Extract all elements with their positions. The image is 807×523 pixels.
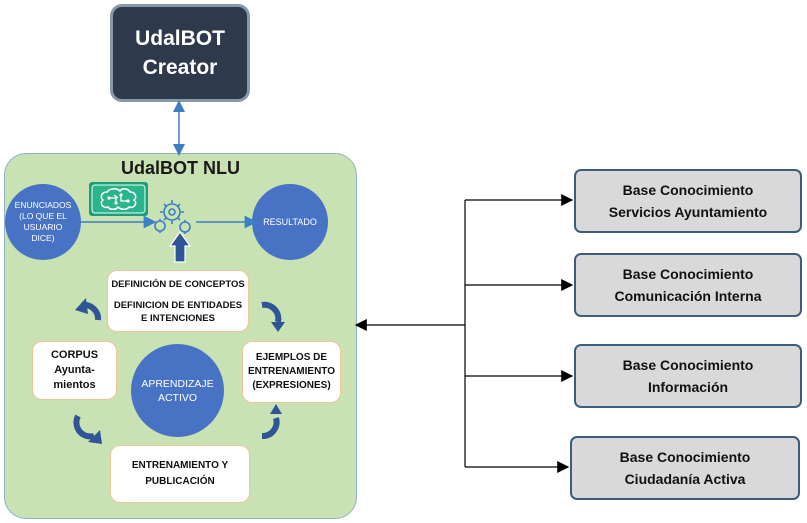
ejemplos-line3: (EXPRESIONES) xyxy=(252,380,331,391)
cycle-arrowhead xyxy=(88,430,102,444)
enunciados-line3: USUARIO xyxy=(23,222,63,232)
kb-ciudadania-box: Base Conocimiento Ciudadanía Activa xyxy=(570,436,800,500)
entrenamiento-line1: ENTRENAMIENTO Y xyxy=(131,460,229,471)
enunciados-line4: DICE) xyxy=(31,233,55,243)
kb-comunicacion-box: Base Conocimiento Comunicación Interna xyxy=(574,253,802,317)
corpus-line3: mientos xyxy=(53,379,96,391)
kb-ciudadania-line1: Base Conocimiento xyxy=(619,449,751,465)
cycle-arrow-icon xyxy=(73,414,95,440)
resultado-circle: RESULTADO xyxy=(252,184,328,260)
entrenamiento-line2: PUBLICACIÓN xyxy=(145,476,215,487)
kb-ciudadania-line2: Ciudadanía Activa xyxy=(624,471,746,487)
kb-informacion-box: Base Conocimiento Información xyxy=(574,344,802,408)
creator-title-line2: Creator xyxy=(142,56,218,79)
kb-comunicacion-line1: Base Conocimiento xyxy=(622,266,754,282)
kb-comunicacion-line2: Comunicación Interna xyxy=(614,288,762,304)
definicion-line3: E INTENCIONES xyxy=(141,312,215,324)
enunciados-line1: ENUNCIADOS xyxy=(14,200,72,210)
entrenamiento-box: ENTRENAMIENTO Y PUBLICACIÓN xyxy=(110,445,250,503)
cycle-arrowhead xyxy=(270,404,282,414)
aprendizaje-activo-circle: APRENDIZAJE ACTIVO xyxy=(131,344,224,437)
kb-informacion-line1: Base Conocimiento xyxy=(622,357,754,373)
kb-informacion-line2: Información xyxy=(647,379,729,395)
gears-icon xyxy=(154,200,191,234)
creator-title-line1: UdalBOT xyxy=(135,27,225,50)
kb-servicios-line1: Base Conocimiento xyxy=(622,182,754,198)
corpus-line2: Ayunta- xyxy=(54,364,95,376)
corpus-line1: CORPUS xyxy=(50,349,99,361)
corpus-box: CORPUS Ayunta- mientos xyxy=(32,341,117,400)
up-block-arrow xyxy=(168,230,192,263)
aprendizaje-line2: ACTIVO xyxy=(157,391,198,404)
udalbot-creator-box: UdalBOT Creator xyxy=(110,4,250,102)
definicion-line1: DEFINICIÓN DE CONCEPTOS xyxy=(111,278,245,290)
aprendizaje-line1: APRENDIZAJE xyxy=(141,377,214,390)
kb-connector xyxy=(354,194,574,473)
ejemplos-box: EJEMPLOS DE ENTRENAMIENTO (EXPRESIONES) xyxy=(242,341,341,403)
ejemplos-line2: ENTRENAMIENTO xyxy=(247,366,336,377)
kb-servicios-line2: Servicios Ayuntamiento xyxy=(608,204,768,220)
ejemplos-line1: EJEMPLOS DE xyxy=(255,352,328,363)
cycle-arrowhead xyxy=(75,298,88,314)
cycle-arrowhead xyxy=(271,322,285,332)
definicion-line2: DEFINICION DE ENTIDADES xyxy=(113,299,243,311)
cycle-arrow-icon xyxy=(261,417,280,439)
enunciados-line2: (LO QUE EL xyxy=(19,211,67,221)
kb-servicios-box: Base Conocimiento Servicios Ayuntamiento xyxy=(574,169,802,233)
cycle-arrow-icon xyxy=(261,301,282,323)
brain-circuit-icon xyxy=(89,182,148,216)
nlu-title: UdalBOT NLU xyxy=(121,158,240,178)
definicion-box: DEFINICIÓN DE CONCEPTOS DEFINICION DE EN… xyxy=(107,270,249,332)
enunciados-circle: ENUNCIADOS (LO QUE EL USUARIO DICE) xyxy=(5,184,81,260)
resultado-label: RESULTADO xyxy=(263,217,317,227)
